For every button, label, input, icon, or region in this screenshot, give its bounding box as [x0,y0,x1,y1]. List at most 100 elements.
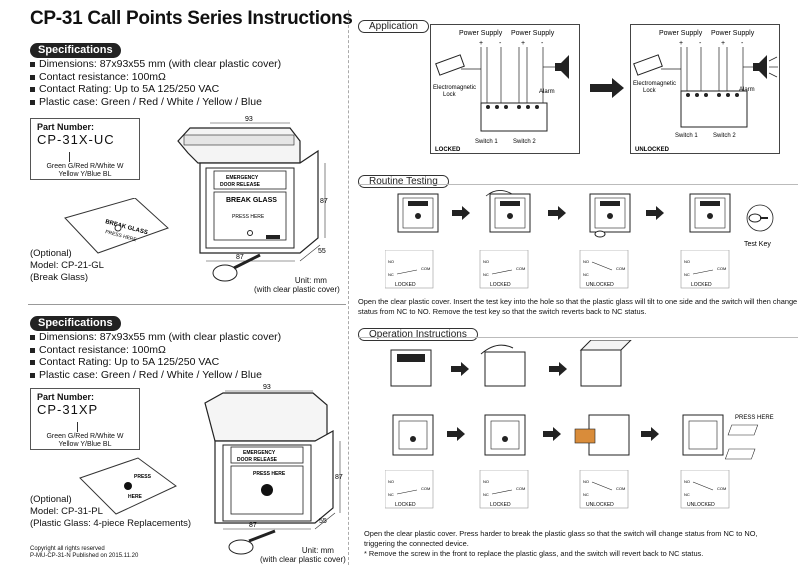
routine-step-1 [397,193,439,233]
locked-label: LOCKED [490,282,511,288]
power-supply-2: Power Supply [511,30,555,37]
copyright-line2: P-MU-CP-31-N Published on 2015.11.20 [30,553,139,559]
dim-87-bottom: 87 [249,522,257,529]
op1-step-3 [579,339,633,387]
minus-1: - [699,40,702,47]
com-label: COM [616,266,625,271]
operation-switch-states: NO NC COM LOCKED NO NC COM LOCKED NO NC … [384,469,745,512]
spec-list-bottom: Dimensions: 87x93x55 mm (with clear plas… [30,331,281,381]
optional-model-bottom: (Optional) Model: CP-31-PL (Plastic Glas… [30,494,191,530]
dim-87-side: 87 [335,474,343,481]
dim-55: 55 [318,248,326,255]
device-label-1: EMERGENCY [243,450,276,456]
optional-model: Model: CP-31-PL [30,506,103,517]
op-switch-3: NO NC COM UNLOCKED [579,469,629,509]
arrow-right-icon [549,362,567,376]
routine-switch-3: NO NC COM UNLOCKED [579,249,629,289]
page-title: CP-31 Call Points Series Instructions [30,8,353,29]
unlocked-label: UNLOCKED [687,502,715,508]
routine-paragraph: Open the clear plastic cover. Insert the… [358,297,798,316]
em-lock-line2: Lock [443,92,457,98]
no-label: NO [583,479,589,484]
dim-93: 93 [245,116,253,123]
op2-step-2 [484,414,526,456]
arrow-right-icon [590,78,624,98]
routine-steps: Test Key [390,190,780,290]
nc-label: NC [583,272,589,277]
op-switch-4: NO NC COM UNLOCKED [680,469,730,509]
arrow-right-icon [646,206,664,220]
unit-line2: (with clear plastic cover) [254,285,340,294]
unit-note-top: Unit: mm (with clear plastic cover) [254,276,340,294]
device-label-2: DOOR RELEASE [237,457,278,463]
device-label-1: EMERGENCY [226,175,259,181]
unlocked-label: UNLOCKED [586,282,614,288]
plate-text-2: HERE [128,494,143,500]
plastic-plate-drawing: PRESS HERE [79,457,177,515]
operation-row-1 [385,339,685,390]
op-switch-2: NO NC COM LOCKED [479,469,529,509]
arrow-right-icon [641,427,659,441]
plus-2: + [521,40,525,47]
no-label: NO [483,259,489,264]
nc-label: NC [388,272,394,277]
operation-rule [358,337,798,338]
em-lock-line1: Electromagnetic [433,85,476,91]
unit-note-bottom: Unit: mm (with clear plastic cover) [260,546,346,564]
plus-1: + [479,40,483,47]
operation-paragraph-2: triggering the connected device. [364,539,469,548]
hand-icon [574,428,596,444]
com-label: COM [421,486,430,491]
com-label: COM [421,266,430,271]
nc-label: NC [684,272,690,277]
minus-2: - [541,40,544,47]
part-arrow [69,152,70,162]
optional-model-top: (Optional) Model: CP-21-GL (Break Glass) [30,248,104,284]
spec-resistance: Contact resistance: 100mΩ [30,71,281,84]
break-glass-plate-drawing: BREAK GLASS PRESS HERE [64,198,169,254]
op2-step-1 [392,414,434,456]
locked-label: LOCKED [395,502,416,508]
arrow-right-icon [447,427,465,441]
switch1-label: Switch 1 [475,139,498,145]
part-number-label: Part Number: [37,392,95,402]
minus-1: - [499,40,502,47]
arrow-right-icon [543,427,561,441]
op2-step-3 [574,414,630,456]
copyright-line1: Copyright all rights reserved [30,546,105,552]
power-supply-1: Power Supply [659,30,703,37]
state-locked: LOCKED [435,147,461,153]
routine-switch-4: NO NC COM LOCKED [680,249,730,289]
em-lock-line2: Lock [643,88,657,94]
color-codes-2: Yellow Y/Blue BL [58,441,112,448]
spec-dimensions: Dimensions: 87x93x55 mm (with clear plas… [30,58,281,71]
optional-desc: (Break Glass) [30,272,89,283]
routine-step-2 [485,190,531,233]
no-label: NO [684,479,690,484]
operation-row-2: PRESS HERE [385,405,795,465]
unit-line1: Unit: mm [301,546,334,555]
color-codes-1: Green G/Red R/White W [46,163,124,170]
no-label: NO [388,259,394,264]
plus-1: + [679,40,683,47]
op2-step-4 [682,414,724,456]
alarm-label: Alarm [739,87,755,93]
arrow-right-icon [452,206,470,220]
locked-label: LOCKED [395,282,416,288]
routine-step-4 [689,193,731,233]
op1-step-1 [390,349,432,387]
device-drawing-top: 93 EMERGENCY DOOR RELEASE BREAK GLASS PR… [177,116,328,282]
power-supply-1: Power Supply [459,30,503,37]
spec-rating: Contact Rating: Up to 5A 125/250 VAC [30,83,281,96]
switch2-label: Switch 2 [713,133,736,139]
operation-paragraph: Open the clear plastic cover. Press hard… [364,529,804,559]
no-label: NO [583,259,589,264]
plate-text-1: PRESS [134,474,152,480]
em-lock-line1: Electromagnetic [633,81,676,87]
section-divider-left [28,304,346,305]
locked-label: LOCKED [490,502,511,508]
device-press-here: PRESS HERE [253,471,286,477]
specifications-heading-bottom: Specifications [30,316,121,331]
application-heading: Application [358,20,429,33]
arrow-right-icon [548,206,566,220]
